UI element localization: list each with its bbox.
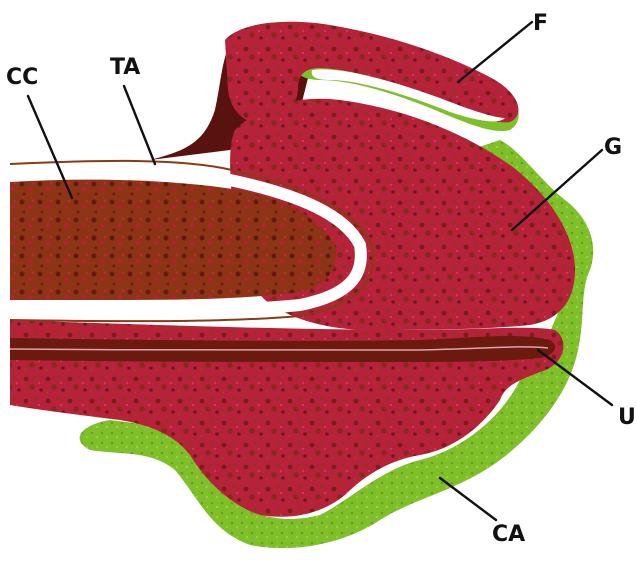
leader-ca xyxy=(440,478,496,520)
label-f: F xyxy=(533,11,548,36)
label-ca: CA xyxy=(492,522,525,547)
label-cc: CC xyxy=(6,65,38,90)
leader-f xyxy=(458,22,532,82)
label-u: U xyxy=(618,405,636,430)
leader-ta xyxy=(124,86,155,164)
label-ta: TA xyxy=(110,55,140,80)
label-g: G xyxy=(604,135,622,160)
